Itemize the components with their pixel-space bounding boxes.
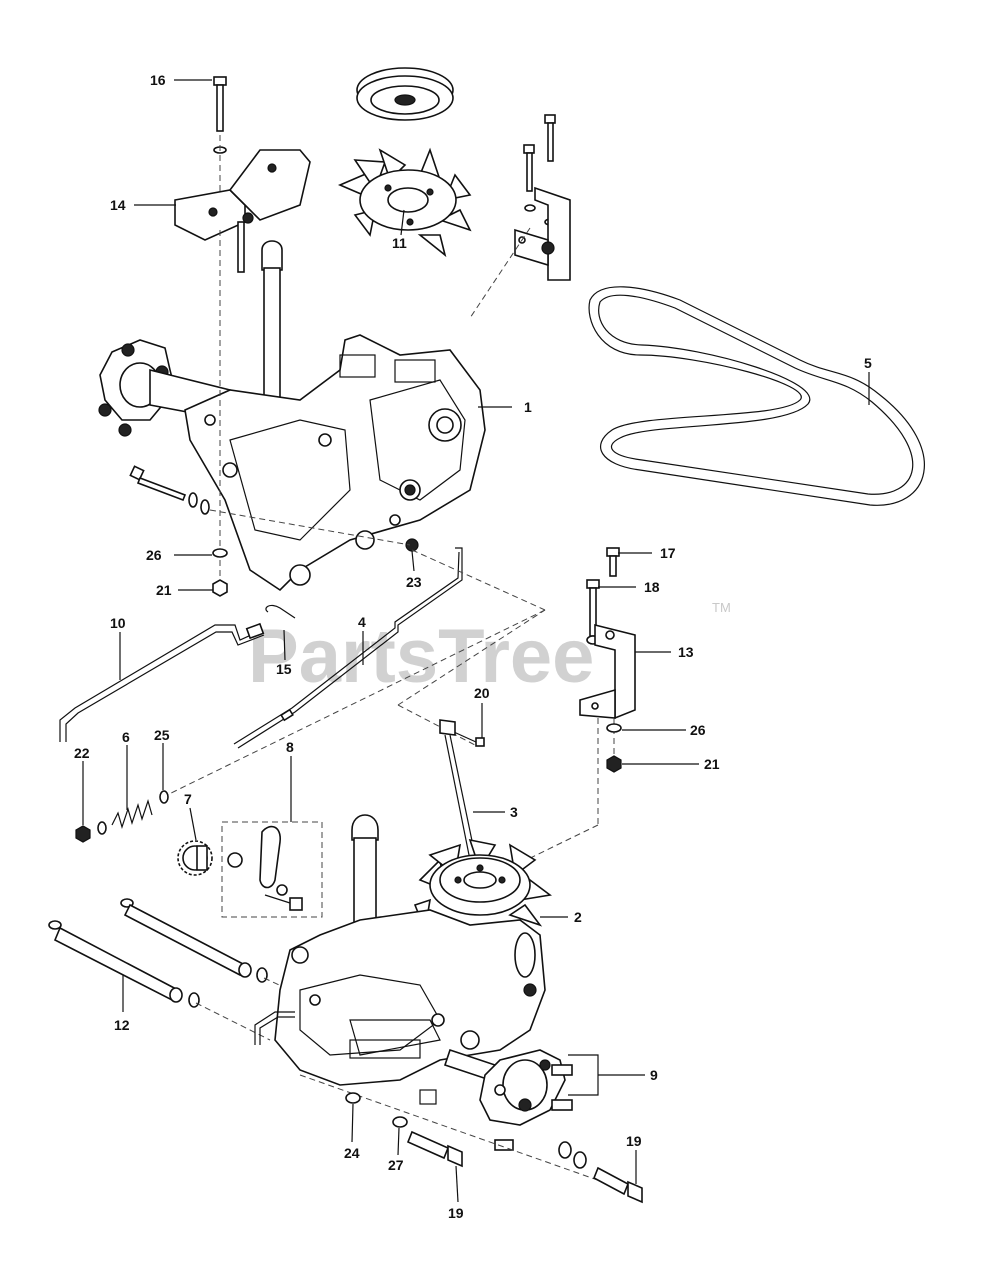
callout-19-right: 19 <box>626 1133 642 1149</box>
part-11-fan <box>337 147 472 258</box>
callout-labels: 16 14 11 1 5 26 21 23 17 18 13 10 15 4 2… <box>74 72 872 1221</box>
callout-25: 25 <box>154 727 170 743</box>
part-21-nut-left <box>212 579 228 597</box>
callout-19-center: 19 <box>448 1205 464 1221</box>
part-21-nut-right <box>606 755 622 773</box>
part-19-bolt-center <box>406 1130 463 1168</box>
callout-17: 17 <box>660 545 676 561</box>
callout-6: 6 <box>122 729 130 745</box>
callout-22: 22 <box>74 745 90 761</box>
part-7-gear <box>177 840 213 876</box>
part-pulley-top <box>356 67 454 121</box>
callout-15: 15 <box>276 661 292 677</box>
watermark-tm: TM <box>712 600 731 615</box>
callout-10: 10 <box>110 615 126 631</box>
part-mounting-bolt <box>129 465 210 515</box>
callout-5: 5 <box>864 355 872 371</box>
part-3-rod <box>439 719 477 861</box>
part-8-kit <box>221 821 323 918</box>
part-22-washer <box>97 821 107 835</box>
callout-2: 2 <box>574 909 582 925</box>
part-4-rod <box>233 547 463 749</box>
part-upper-right-bracket <box>514 114 571 281</box>
part-14-bracket <box>174 149 311 273</box>
part-10-rod <box>59 622 265 742</box>
part-26-washer-right <box>606 723 622 733</box>
part-washers-right <box>558 1141 587 1169</box>
callout-9: 9 <box>650 1067 658 1083</box>
part-27-washer <box>392 1116 408 1128</box>
callout-26-right: 26 <box>690 722 706 738</box>
leader-lines <box>82 79 870 1203</box>
part-12-pins <box>48 898 268 1008</box>
callout-8: 8 <box>286 739 294 755</box>
part-16-bolt <box>213 76 227 154</box>
callout-13: 13 <box>678 644 694 660</box>
part-1-transaxle <box>98 240 486 592</box>
part-19-bolt-right <box>592 1166 643 1204</box>
watermark-text: PartsTree <box>248 614 594 699</box>
callout-27: 27 <box>388 1157 404 1173</box>
part-5-belt <box>588 286 925 506</box>
part-2-transaxle <box>254 814 573 1151</box>
callout-11: 11 <box>392 235 407 251</box>
part-13-bracket <box>579 623 636 720</box>
callout-21-left: 21 <box>156 582 172 598</box>
callout-1: 1 <box>524 399 532 415</box>
callout-16: 16 <box>150 72 166 88</box>
part-22-nut <box>75 825 91 843</box>
part-15-pin <box>265 604 296 619</box>
part-17-bolt <box>606 547 620 577</box>
callout-12: 12 <box>114 1017 130 1033</box>
callout-20: 20 <box>474 685 490 701</box>
callout-26-left: 26 <box>146 547 162 563</box>
callout-21-right: 21 <box>704 756 720 772</box>
callout-4: 4 <box>358 614 366 630</box>
callout-23: 23 <box>406 574 422 590</box>
callout-7: 7 <box>184 791 192 807</box>
callout-3: 3 <box>510 804 518 820</box>
part-26-washer-left <box>212 548 228 558</box>
callout-18: 18 <box>644 579 660 595</box>
callout-14: 14 <box>110 197 126 213</box>
callout-24: 24 <box>344 1145 360 1161</box>
part-25-washer <box>159 790 169 804</box>
part-24-washer <box>345 1092 361 1104</box>
part-6-spring <box>111 798 153 830</box>
